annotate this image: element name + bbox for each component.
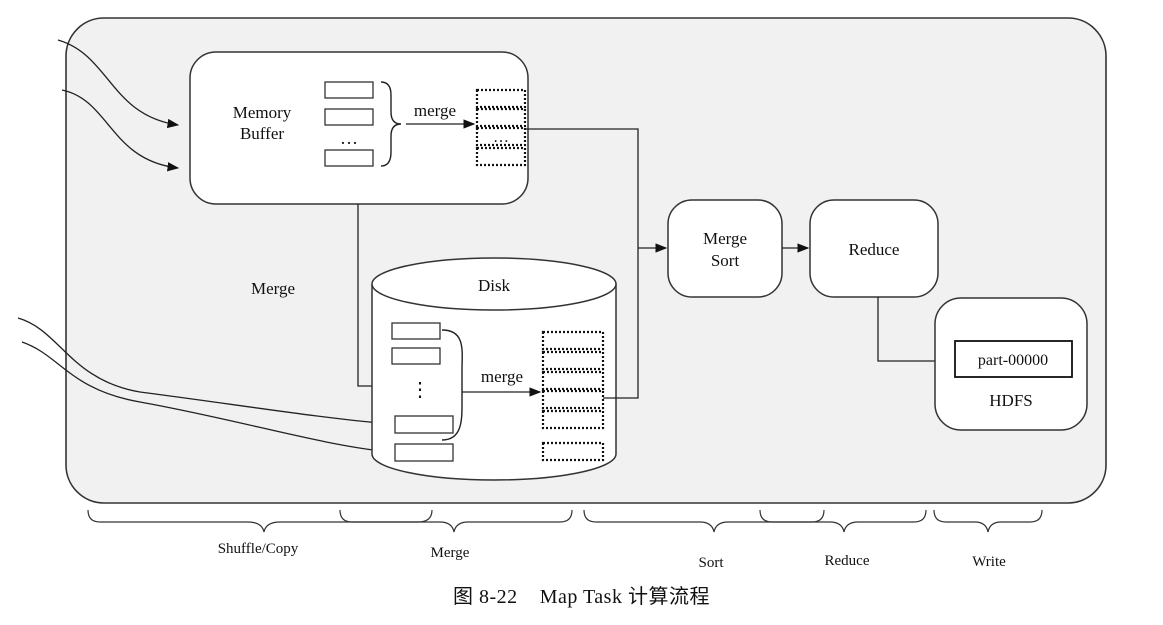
- disk-merged-stack: [541, 330, 605, 462]
- figure-title: Map Task 计算流程: [539, 586, 710, 608]
- brace-shuffle: [87, 509, 433, 533]
- disk-spill-4: [394, 443, 454, 462]
- phase-label-write: Write: [972, 554, 1006, 570]
- memory-spill-2: [324, 108, 374, 126]
- incoming-arrow-3: [17, 317, 392, 428]
- merge-sort-label-2: Sort: [711, 251, 740, 270]
- brace-reduce: [759, 509, 927, 533]
- disk-merged-block-4: [541, 389, 605, 410]
- memory-buffer-label-1: Memory: [233, 103, 292, 122]
- merge-phase-label: Merge: [251, 279, 295, 298]
- memory-buffer-label-2: Buffer: [240, 124, 284, 143]
- memory-merged-block-2: [475, 107, 527, 128]
- hdfs-label: HDFS: [989, 391, 1032, 410]
- memory-merged-stack: [475, 88, 527, 167]
- disk-merge-curl: [441, 329, 463, 441]
- memory-spill-3: [324, 149, 374, 167]
- disk-merged-block-1: [541, 330, 605, 351]
- memory-merged-block-3: [475, 126, 527, 147]
- disk-spill-3: [394, 415, 454, 434]
- phase-label-reduce: Reduce: [825, 553, 870, 569]
- memory-merged-dots: …: [493, 129, 509, 146]
- incoming-arrow-1: [57, 39, 180, 129]
- disk-to-mergesort-line: [603, 248, 639, 399]
- phase-label-shuffle: Shuffle/Copy: [218, 541, 299, 557]
- brace-sort: [583, 509, 825, 533]
- disk-label: Disk: [478, 276, 511, 295]
- incoming-arrows: [17, 39, 392, 456]
- part-file-label: part-00000: [978, 352, 1048, 369]
- reduce-box: [809, 199, 939, 298]
- disk-spill-files: [391, 322, 454, 462]
- disk-merged-block-6: [541, 441, 605, 462]
- memory-buffer-box: [189, 51, 529, 205]
- merge-sort-label-1: Merge: [703, 229, 747, 248]
- part-file-box: [954, 340, 1073, 378]
- merge-label-memory: merge: [414, 101, 456, 120]
- merge-sort-box: [667, 199, 783, 298]
- memory-spill-files: [324, 81, 374, 167]
- memory-to-mergesort-line: [525, 128, 639, 248]
- disk-merged-block-3: [541, 370, 605, 391]
- memory-spill-dots: …: [340, 128, 358, 148]
- incoming-arrow-4: [21, 341, 392, 456]
- disk-merged-block-5: [541, 409, 605, 430]
- disk-top: [371, 257, 617, 311]
- figure-number: 图 8-22: [453, 586, 518, 608]
- phase-braces: [87, 509, 1043, 533]
- reduce-to-hdfs-arrow: [877, 297, 954, 366]
- disk-merged-block-2: [541, 350, 605, 371]
- memory-merged-block-1: [475, 88, 527, 109]
- merge-label-disk: merge: [481, 367, 523, 386]
- phase-label-merge: Merge: [431, 545, 470, 561]
- brace-merge: [339, 509, 573, 533]
- disk-spill-1: [391, 322, 441, 340]
- disk-spill-dots: ⋮: [410, 379, 430, 401]
- memory-brace: [380, 81, 402, 167]
- memory-merged-block-4: [475, 146, 527, 167]
- brace-write: [933, 509, 1043, 533]
- incoming-arrow-2: [61, 89, 180, 172]
- phase-label-sort: Sort: [698, 555, 724, 571]
- disk-spill-2: [391, 347, 441, 365]
- map-task-diagram: Memory Buffer … merge … Merge Disk ⋮ mer…: [17, 17, 1107, 571]
- figure-caption: 图 8-22 Map Task 计算流程: [0, 580, 1163, 609]
- reduce-label: Reduce: [849, 240, 900, 259]
- memory-spill-1: [324, 81, 374, 99]
